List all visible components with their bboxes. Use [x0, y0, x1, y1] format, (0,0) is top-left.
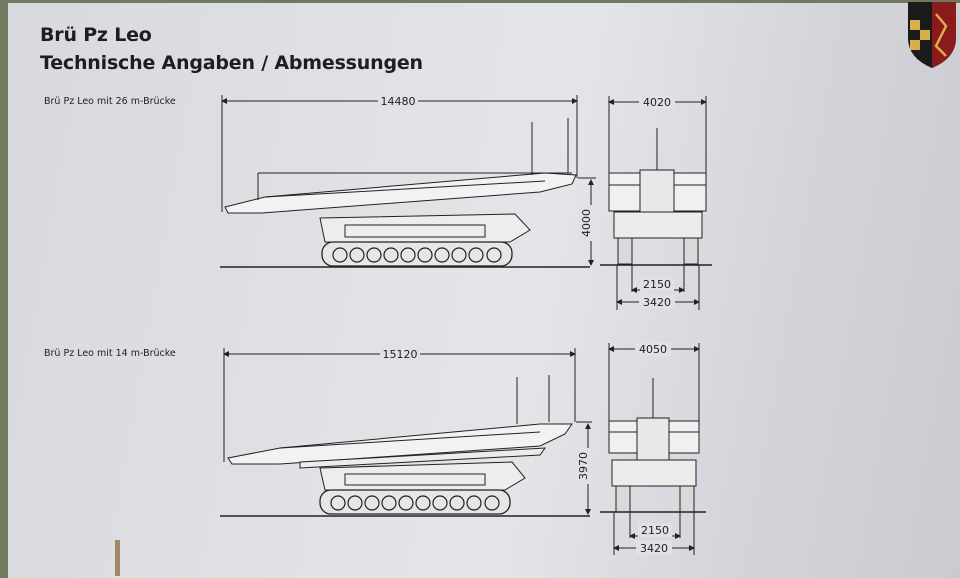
- dim-track-outer-14m: 3420: [640, 542, 668, 555]
- front-view-26m: [600, 96, 712, 310]
- side-view-26m: [220, 95, 596, 268]
- wooden-stick: [115, 540, 120, 576]
- dim-length-26m: 14480: [381, 95, 416, 108]
- dim-track-inner-14m: 2150: [641, 524, 669, 537]
- page-title: Brü Pz Leo: [40, 24, 152, 46]
- road-wheels-14m: [330, 495, 500, 511]
- dim-track-inner-26m: 2150: [643, 278, 671, 291]
- front-view-14m: [600, 343, 706, 555]
- variant-label-14m: Brü Pz Leo mit 14 m-Brücke: [44, 348, 176, 359]
- dim-length-14m: 15120: [383, 348, 418, 361]
- unit-crest-icon: [908, 2, 956, 68]
- road-wheels-26m: [332, 247, 502, 263]
- dim-width-top-14m: 4050: [639, 343, 667, 356]
- page-subtitle: Technische Angaben / Abmessungen: [40, 52, 423, 74]
- dim-height-26m: 4000: [580, 209, 593, 237]
- dim-track-outer-26m: 3420: [643, 296, 671, 309]
- variant-label-26m: Brü Pz Leo mit 26 m-Brücke: [44, 96, 176, 107]
- side-view-14m: [220, 348, 592, 517]
- dim-width-top-26m: 4020: [643, 96, 671, 109]
- dim-height-14m: 3970: [577, 452, 590, 480]
